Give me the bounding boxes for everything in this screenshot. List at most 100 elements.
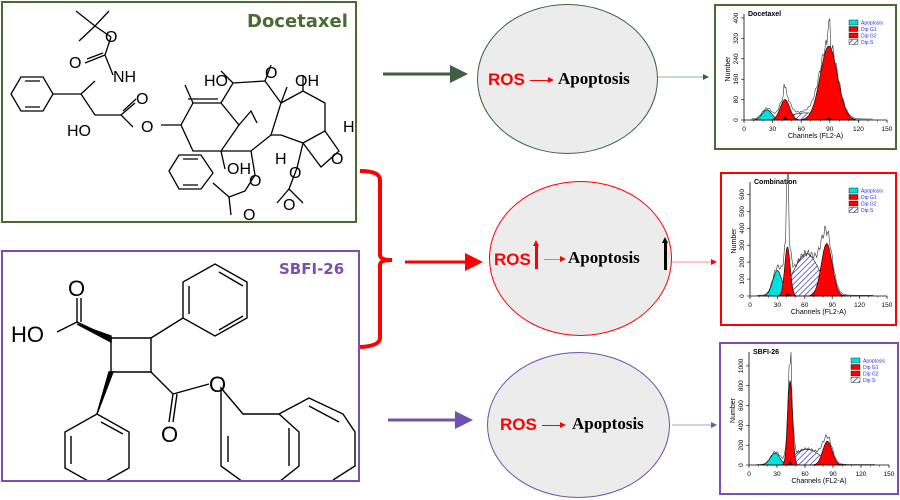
x-tick-label: 90 <box>829 471 837 478</box>
y-tick-label: 160 <box>733 73 740 84</box>
x-axis-label: Channels (FL2-A) <box>791 478 846 485</box>
docetaxel-label: Docetaxel <box>247 11 348 32</box>
atom-label: HO <box>67 123 91 140</box>
y-tick-label: 1000 <box>738 358 745 373</box>
y-tick-label: 400 <box>738 420 745 431</box>
atom-label: O <box>68 276 86 301</box>
legend-label: Apoptosis <box>863 359 885 365</box>
peak-marker <box>826 116 832 120</box>
legend-swatch <box>848 26 859 32</box>
series-dip-g1 <box>769 99 801 121</box>
x-tick-label: 150 <box>882 302 893 309</box>
pathway-combination: ROS Apoptosis <box>489 181 672 336</box>
arrow-ros-to-apoptosis <box>542 425 562 426</box>
raw-histogram-line <box>757 173 874 296</box>
docetaxel-structure <box>10 10 340 216</box>
legend-swatch <box>848 32 859 39</box>
y-tick-label: 800 <box>738 380 745 391</box>
peak-marker <box>782 116 788 120</box>
pathway-docetaxel: ROS Apoptosis <box>477 4 658 154</box>
x-tick-label: 30 <box>774 302 782 309</box>
atom-label: OH <box>227 161 251 178</box>
x-tick-label: 120 <box>853 126 864 133</box>
x-tick-label: 30 <box>773 471 781 478</box>
atom-label: O <box>243 207 256 224</box>
y-tick-label: 80 <box>733 96 740 104</box>
legend-swatch <box>848 207 859 213</box>
legend-swatch <box>848 194 859 200</box>
legend-swatch <box>848 187 859 194</box>
sbfi26-structure-box: O HO O O SBFI-26 <box>1 250 360 482</box>
x-tick-label: 60 <box>801 471 809 478</box>
sbfi26-label: SBFI-26 <box>279 260 345 278</box>
atom-label: O <box>331 151 344 168</box>
apoptosis-up-arrow-head <box>662 237 668 243</box>
x-tick-label: 0 <box>747 471 751 478</box>
legend-label: Dip S <box>861 40 874 46</box>
x-tick-label: 60 <box>798 126 806 133</box>
x-tick-label: 60 <box>801 302 809 309</box>
atom-label: O <box>283 197 296 214</box>
y-tick-label: 240 <box>733 53 740 64</box>
legend-label: Apoptosis <box>861 189 883 195</box>
atom-label: HO <box>11 322 44 347</box>
chart-title: Docetaxel <box>748 11 781 18</box>
y-tick-label: 300 <box>739 239 746 250</box>
atom-label: H <box>275 151 287 168</box>
apoptosis-label: Apoptosis <box>558 69 630 88</box>
atom-label: H <box>343 119 355 136</box>
apoptosis-up-arrow-icon <box>664 242 667 270</box>
ros-label: ROS <box>500 415 537 434</box>
atom-label: O <box>289 165 302 182</box>
legend-swatch <box>850 364 861 370</box>
atom-label: O <box>209 372 227 397</box>
y-tick-label: 0 <box>739 294 746 298</box>
series-dip-g1 <box>778 246 797 297</box>
apoptosis-label: Apoptosis <box>572 414 644 433</box>
ros-label: ROS <box>494 250 531 269</box>
series-dip-g1 <box>782 379 798 466</box>
arrow-ros-to-apoptosis <box>544 259 562 260</box>
y-tick-label: 200 <box>739 256 746 267</box>
x-tick-label: 30 <box>769 126 777 133</box>
peak-marker <box>787 461 793 465</box>
sbfi26-structure <box>56 263 356 480</box>
legend-swatch <box>850 357 861 364</box>
series-dip-g2 <box>801 45 857 121</box>
raw-histogram-line <box>751 18 873 120</box>
series-dip-g2 <box>812 440 843 466</box>
legend-label: Dip S <box>861 208 874 214</box>
y-tick-label: 400 <box>739 223 746 234</box>
legend-swatch <box>848 39 859 45</box>
legend-label: Dip G1 <box>861 27 877 33</box>
atom-label: O <box>136 91 149 108</box>
apoptosis-label: Apoptosis <box>568 248 640 267</box>
legend-label: Dip S <box>863 378 876 384</box>
y-tick-label: 0 <box>733 118 740 122</box>
x-tick-label: 120 <box>854 302 865 309</box>
series-dip-g2 <box>808 243 846 297</box>
x-axis-label: Channels (FL2-A) <box>788 133 843 140</box>
legend-swatch <box>848 200 859 207</box>
atom-label: NH <box>113 69 137 86</box>
y-tick-label: 0 <box>738 463 745 467</box>
atom-label: O <box>265 65 278 82</box>
legend-swatch <box>848 19 859 26</box>
x-tick-label: 0 <box>742 126 746 133</box>
x-axis-label: Channels (FL2-A) <box>791 309 846 316</box>
legend-swatch <box>850 377 861 383</box>
arrow-head-icon <box>560 422 566 428</box>
arrow-head-icon <box>548 77 554 83</box>
combination-bracket <box>359 169 393 349</box>
y-tick-label: 600 <box>739 189 746 200</box>
docetaxel-structure-box: O O NH O HO O HO O OH H O OH H O O O O D… <box>1 1 357 224</box>
legend-label: Dip G1 <box>863 365 879 371</box>
legend-label: Dip G1 <box>861 195 877 201</box>
x-tick-label: 90 <box>829 302 837 309</box>
atom-label: O <box>161 422 179 447</box>
y-tick-label: 600 <box>738 400 745 411</box>
arrow-head-icon <box>560 256 566 262</box>
